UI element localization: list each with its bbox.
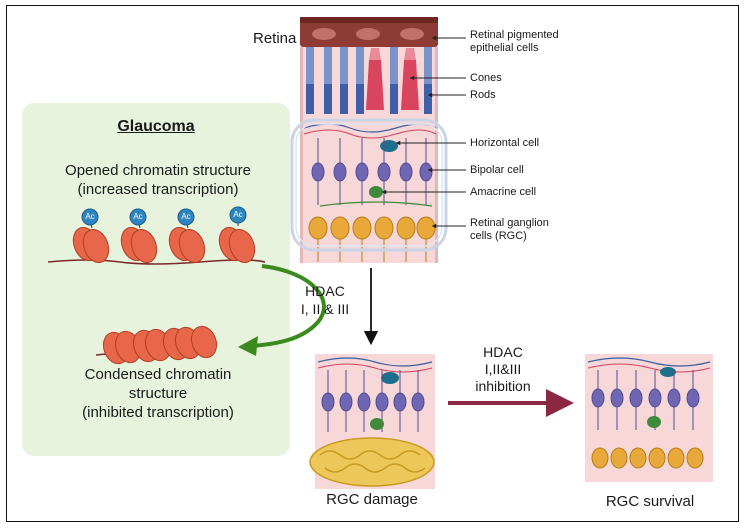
acetyl-tag-2: Ac <box>133 212 143 221</box>
open-chromatin-label-line2: (increased transcription) <box>77 181 239 198</box>
hdac-green-arrow <box>251 264 326 348</box>
bipolar-cell-label: Bipolar cell <box>470 164 524 176</box>
retina-top <box>290 17 448 263</box>
rgc-label-line2: cells (RGC) <box>470 230 527 242</box>
condensed-label-line2: structure <box>128 385 188 402</box>
ganglion-cells <box>308 216 436 262</box>
figure-border <box>6 5 739 522</box>
open-chromatin <box>47 206 266 265</box>
damaged-ganglion-layer <box>309 437 435 487</box>
glaucoma-panel <box>22 103 290 456</box>
horizontal-cell <box>380 140 398 152</box>
rpe-label-line1: Retinal pigmented <box>470 29 559 41</box>
amacrine-cell <box>369 186 383 198</box>
condensed-chromatin <box>95 325 218 365</box>
acetyl-tag-3: Ac <box>181 212 191 221</box>
retina-survival <box>585 354 713 482</box>
hdac-right-line2: I,II&III <box>484 361 522 377</box>
hdac-left-line1: HDAC <box>305 283 345 299</box>
retina-damaged <box>309 354 435 489</box>
open-chromatin-label-line1: Opened chromatin structure <box>65 162 251 179</box>
acetyl-tag-4: Ac <box>233 210 243 219</box>
condensed-label-line1: Condensed chromatin <box>84 366 232 383</box>
rgc-damage-label: RGC damage <box>326 491 418 508</box>
rods-label: Rods <box>470 89 496 101</box>
inner-retina-outline <box>290 118 448 252</box>
rgc-survival-label: RGC survival <box>605 493 695 510</box>
bipolar-cells <box>311 138 433 205</box>
rgc-label-line1: Retinal ganglion <box>470 217 549 229</box>
retina-title: Retina <box>253 30 297 47</box>
condensed-label-line3: (inhibited transcription) <box>82 404 234 421</box>
cones-label: Cones <box>470 72 502 84</box>
glaucoma-title: Glaucoma <box>117 118 195 135</box>
cones <box>366 48 419 110</box>
rpe-label-line2: epithelial cells <box>470 42 539 54</box>
amacrine-cell-label: Amacrine cell <box>470 186 537 198</box>
hdac-right-line1: HDAC <box>483 344 523 360</box>
hdac-right-line3: inhibition <box>475 378 531 394</box>
horizontal-cell-label: Horizontal cell <box>470 137 540 149</box>
hdac-left-line2: I, II & III <box>300 301 350 317</box>
label-leaders <box>381 35 466 229</box>
acetyl-tag-1: Ac <box>85 212 95 221</box>
